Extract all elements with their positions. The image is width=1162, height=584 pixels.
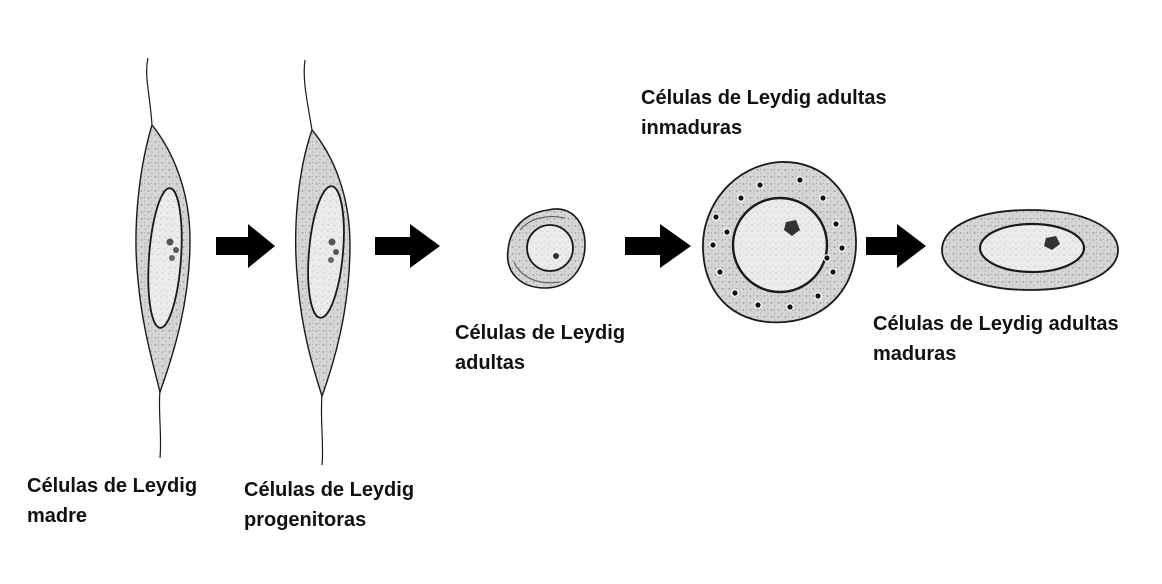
adult-cell-nucleus	[527, 225, 573, 271]
arrow-icon	[375, 224, 440, 268]
mature-cell-nucleus	[980, 224, 1084, 272]
progenitor-cell-process-top	[304, 60, 312, 130]
label-immature-adult-cells: Células de Leydig adultas inmaduras	[641, 83, 887, 143]
arrow-icon	[216, 224, 275, 268]
arrow-icon	[625, 224, 691, 268]
immature-cell-nucleus	[733, 198, 827, 292]
label-progenitor-line-2: progenitoras	[244, 505, 414, 535]
immature-cell-illustration	[703, 162, 856, 322]
label-stem-line-1: Células de Leydig	[27, 471, 197, 501]
label-progenitor-line-1: Células de Leydig	[244, 475, 414, 505]
progenitor-cell-process-bottom	[321, 395, 322, 465]
adult-cell-illustration	[508, 209, 585, 288]
label-mature-line-1: Células de Leydig adultas	[873, 309, 1162, 339]
label-adult-line-1: Células de Leydig	[455, 318, 625, 348]
stem-cell-process-bottom	[159, 390, 160, 458]
label-mature-adult-cells: Células de Leydig adultas maduras	[873, 309, 1162, 369]
stem-cell-nucleolus	[167, 239, 174, 246]
label-stem-cells: Células de Leydig madre	[27, 471, 197, 531]
label-stem-line-2: madre	[27, 501, 197, 531]
stem-cell-process-top	[147, 58, 152, 125]
mature-cell-illustration	[942, 210, 1118, 290]
label-adult-line-2: adultas	[455, 348, 625, 378]
arrow-icon	[866, 224, 926, 268]
label-immature-line-1: Células de Leydig adultas	[641, 83, 887, 113]
label-mature-line-2: maduras	[873, 339, 1162, 369]
progenitor-cell-illustration	[296, 60, 350, 465]
label-progenitor-cells: Células de Leydig progenitoras	[244, 475, 414, 535]
label-immature-line-2: inmaduras	[641, 113, 887, 143]
stem-cell-illustration	[136, 58, 190, 458]
label-adult-cells: Células de Leydig adultas	[455, 318, 625, 378]
